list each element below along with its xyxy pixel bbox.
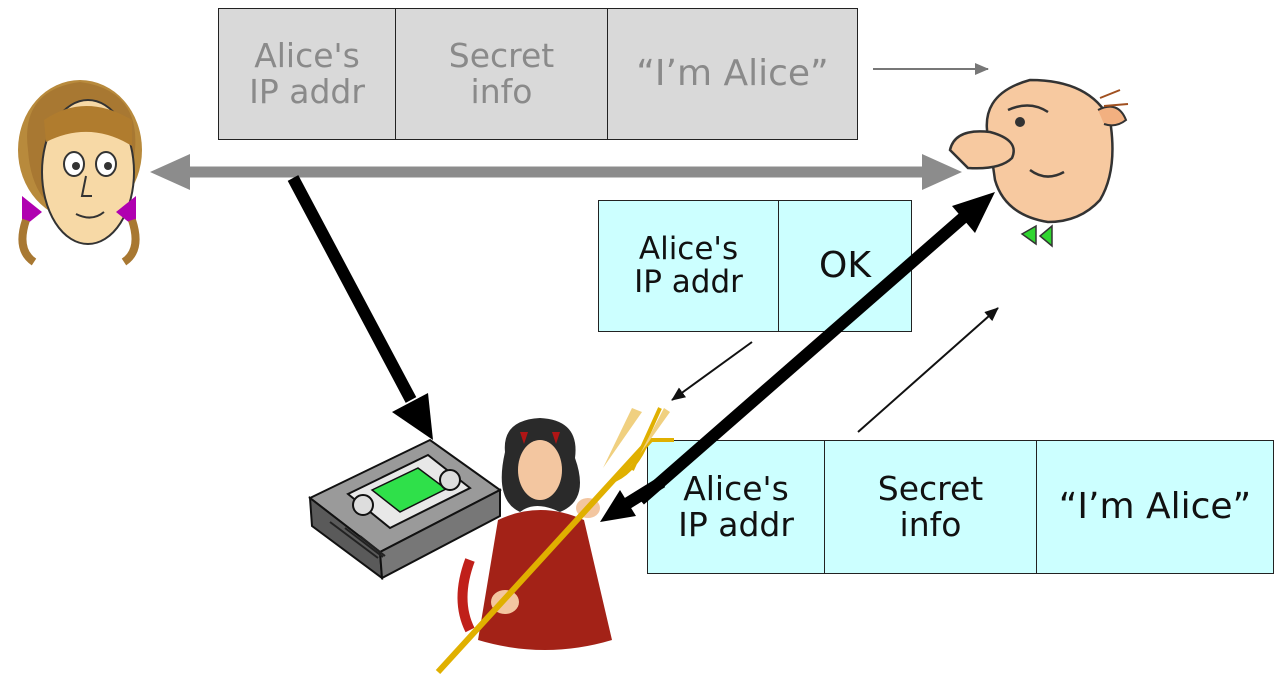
replay-packet-claim-cell: “I’m Alice” <box>1037 441 1273 573</box>
top-packet-ip-line1: Alice's <box>254 36 360 76</box>
replay-packet-secret-line1: Secret <box>877 469 984 509</box>
replay-packet: Alice's IP addr Secret info “I’m Alice” <box>647 440 1274 574</box>
top-packet-claim: “I’m Alice” <box>636 52 829 94</box>
replay-packet-ip-line1: Alice's <box>683 469 789 509</box>
replay-to-bob-arrow <box>857 307 999 433</box>
recorder-icon <box>308 438 502 581</box>
ok-packet-ip-line1: Alice's <box>638 230 739 267</box>
ok-packet-ok: OK <box>819 244 871 286</box>
replay-packet-ip-cell: Alice's IP addr <box>648 441 825 573</box>
playback-arrow <box>600 476 666 522</box>
top-packet-ip-line2: IP addr <box>249 72 365 111</box>
ok-packet-ok-cell: OK <box>779 201 911 331</box>
trudy-icon <box>435 407 674 675</box>
top-packet: Alice's IP addr Secret info “I’m Alice” <box>218 8 858 140</box>
alice-icon <box>18 80 142 266</box>
top-packet-secret-line2: info <box>470 72 533 111</box>
record-arrow <box>287 175 433 440</box>
replay-packet-secret-cell: Secret info <box>825 441 1037 573</box>
top-packet-secret-cell: Secret info <box>396 9 608 139</box>
ok-packet-ip-cell: Alice's IP addr <box>599 201 779 331</box>
replay-packet-secret-line2: info <box>899 505 962 544</box>
ok-to-trudy-arrow <box>671 341 753 401</box>
trudy-to-bob-arrow <box>636 192 995 505</box>
ok-packet-ip-line2: IP addr <box>634 264 743 300</box>
bob-icon <box>948 78 1129 248</box>
channel-arrow <box>150 154 962 190</box>
top-packet-secret-line1: Secret <box>448 36 555 76</box>
replay-packet-ip-line2: IP addr <box>678 505 794 544</box>
top-packet-ip-cell: Alice's IP addr <box>219 9 396 139</box>
top-packet-claim-cell: “I’m Alice” <box>608 9 857 139</box>
replay-packet-claim: “I’m Alice” <box>1058 485 1252 527</box>
